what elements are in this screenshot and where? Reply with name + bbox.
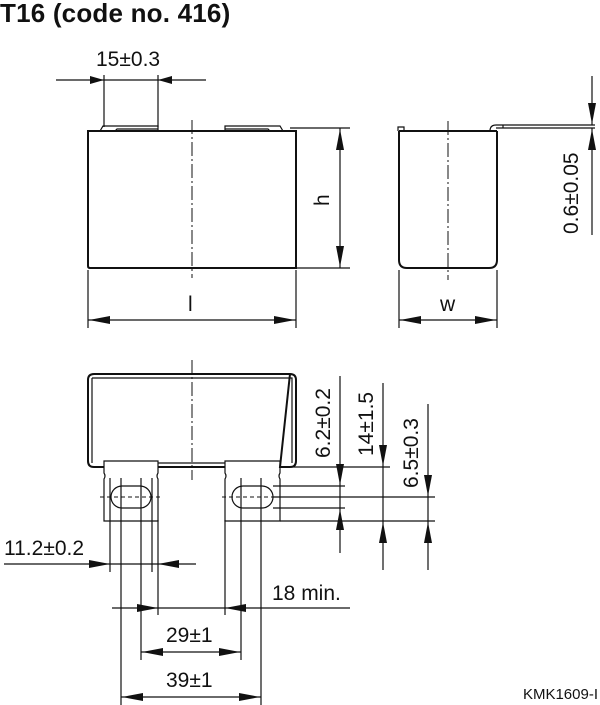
side-view: 0.6±0.05 w [397, 76, 596, 328]
figure-code: KMK1609-I [522, 686, 598, 703]
dim-inner-spacing: 29±1 [166, 624, 213, 647]
front-view: 15±0.3 h l [56, 48, 350, 328]
dim-height: h [311, 194, 334, 206]
dim-width: w [439, 293, 456, 316]
dim-terminal-thickness: 0.6±0.05 [560, 152, 583, 234]
dim-terminal-offset: 6.2±0.2 [312, 388, 335, 458]
dim-terminal-gap: 18 min. [272, 582, 341, 605]
dim-hole-width: 11.2±0.2 [4, 537, 84, 560]
drawing-title: T16 (code no. 416) [0, 0, 231, 28]
dim-outer-spacing: 39±1 [166, 669, 213, 692]
top-view: 6.2±0.2 14±1.5 6.5±0.3 11.2±0.2 18 min. … [4, 360, 435, 705]
dim-terminal-length: 14±1.5 [355, 392, 378, 456]
dim-length: l [188, 293, 193, 316]
dim-terminal-width: 15±0.3 [96, 48, 160, 71]
dim-hole-position: 6.5±0.3 [400, 418, 423, 488]
